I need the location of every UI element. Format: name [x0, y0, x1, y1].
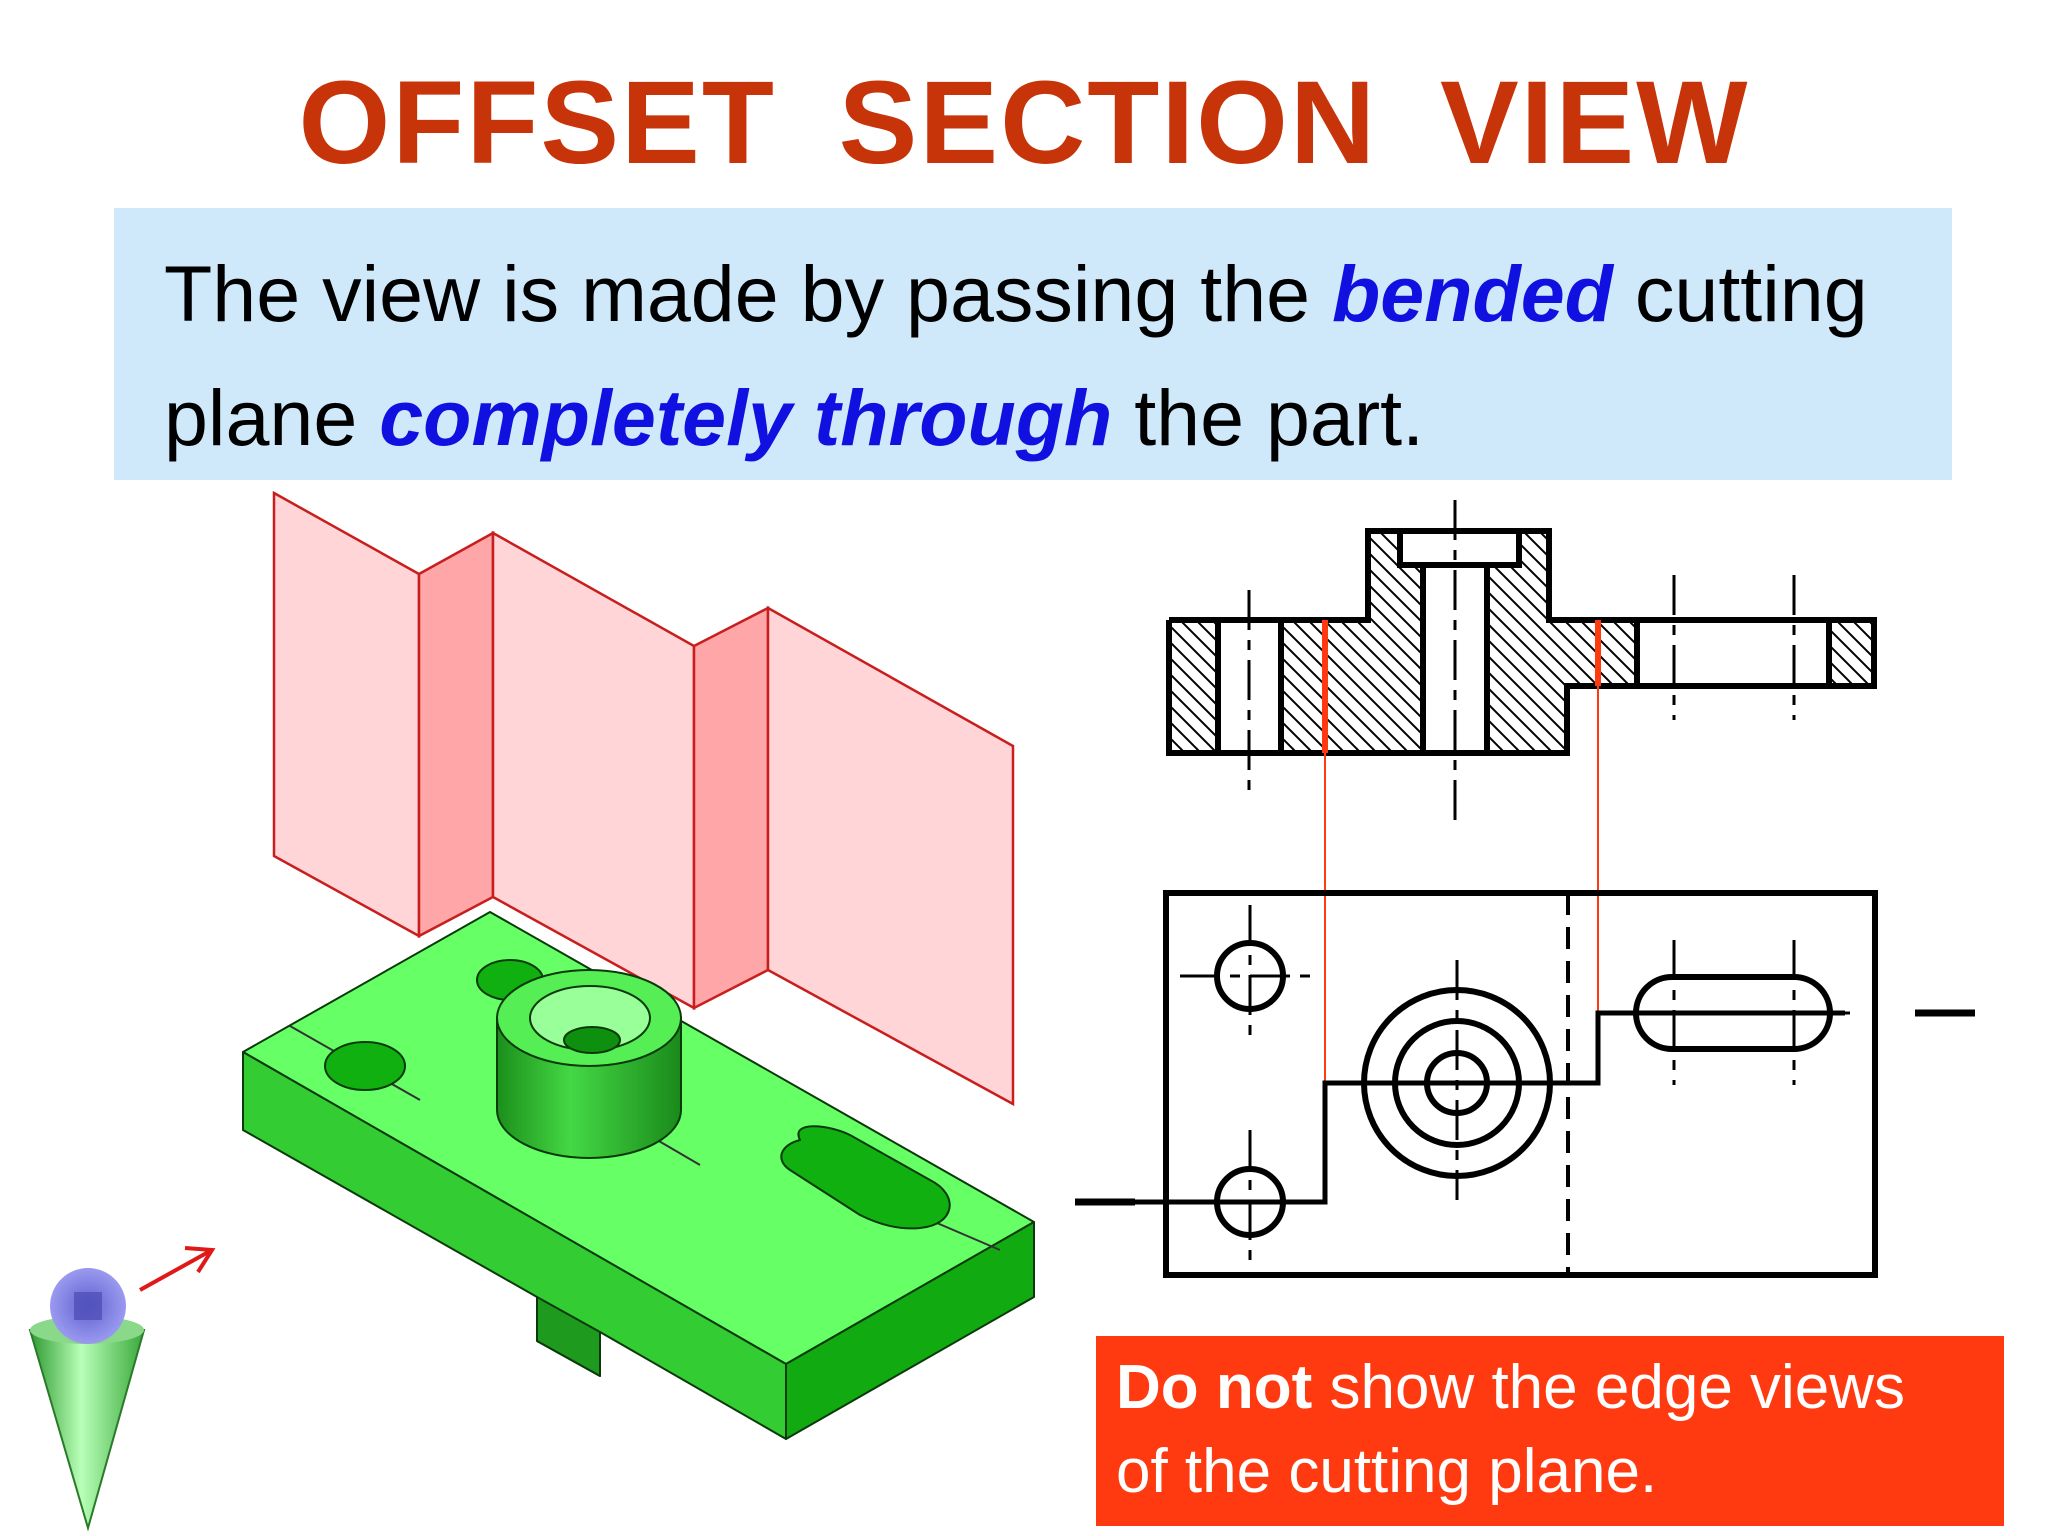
bent-cutting-plane: [272, 490, 1015, 1107]
section-view: [1166, 500, 1877, 820]
part-right-face: [785, 1221, 1035, 1440]
section-hatch-far-right: [1829, 620, 1874, 686]
top-view: [1075, 890, 1975, 1278]
definition-text: cutting: [1612, 249, 1868, 338]
part-step-notch: [536, 1296, 601, 1377]
definition-text: The view is made by passing the: [164, 249, 1333, 338]
warning-emphasis: Do not: [1116, 1353, 1313, 1422]
section-void-counterbore: [1400, 531, 1519, 565]
warning-text: show the edge views: [1312, 1353, 1906, 1422]
top-view-outline: [1163, 890, 1878, 1278]
cutting-plane-fold-right: [692, 605, 770, 1011]
cutting-plane-line: [1075, 1010, 1845, 1205]
pictorial-hole-front: [324, 1041, 406, 1091]
emphasis-completely-through: completely through: [379, 373, 1113, 462]
definition-text: the part.: [1112, 373, 1425, 462]
cutting-plane-fold-left: [417, 530, 495, 939]
definition-line-2: plane completely through the part.: [164, 378, 1424, 457]
emphasis-bended: bended: [1332, 249, 1613, 338]
section-void-slot: [1637, 620, 1829, 686]
viewer-eye-pupil: [74, 1292, 102, 1320]
definition-text: plane: [164, 373, 380, 462]
definition-line-1: The view is made by passing the bended c…: [164, 254, 1868, 333]
top-view-hole: [1214, 940, 1286, 1012]
pictorial-slot: [780, 1125, 951, 1230]
section-hatch-mid: [1281, 620, 1423, 753]
viewer-eye-icon: [28, 1268, 146, 1532]
page-title: OFFSET SECTION VIEW: [298, 57, 1750, 189]
definition-box: The view is made by passing the bended c…: [114, 208, 1952, 480]
cutting-plane-panel-right: [766, 605, 1015, 1107]
warning-note: Do not show the edge views of the cuttin…: [1096, 1336, 2004, 1526]
warning-line-1: Do not show the edge views: [1116, 1346, 2004, 1430]
cutting-plane-panel-left: [272, 490, 421, 939]
pictorial-boss-bore: [563, 1026, 621, 1054]
section-outline: [1166, 528, 1877, 756]
pictorial-part: [242, 911, 1035, 1440]
view-direction-arrow-icon: [139, 1246, 216, 1292]
viewer-cone: [28, 1329, 146, 1532]
warning-line-2: of the cutting plane.: [1116, 1437, 1658, 1506]
